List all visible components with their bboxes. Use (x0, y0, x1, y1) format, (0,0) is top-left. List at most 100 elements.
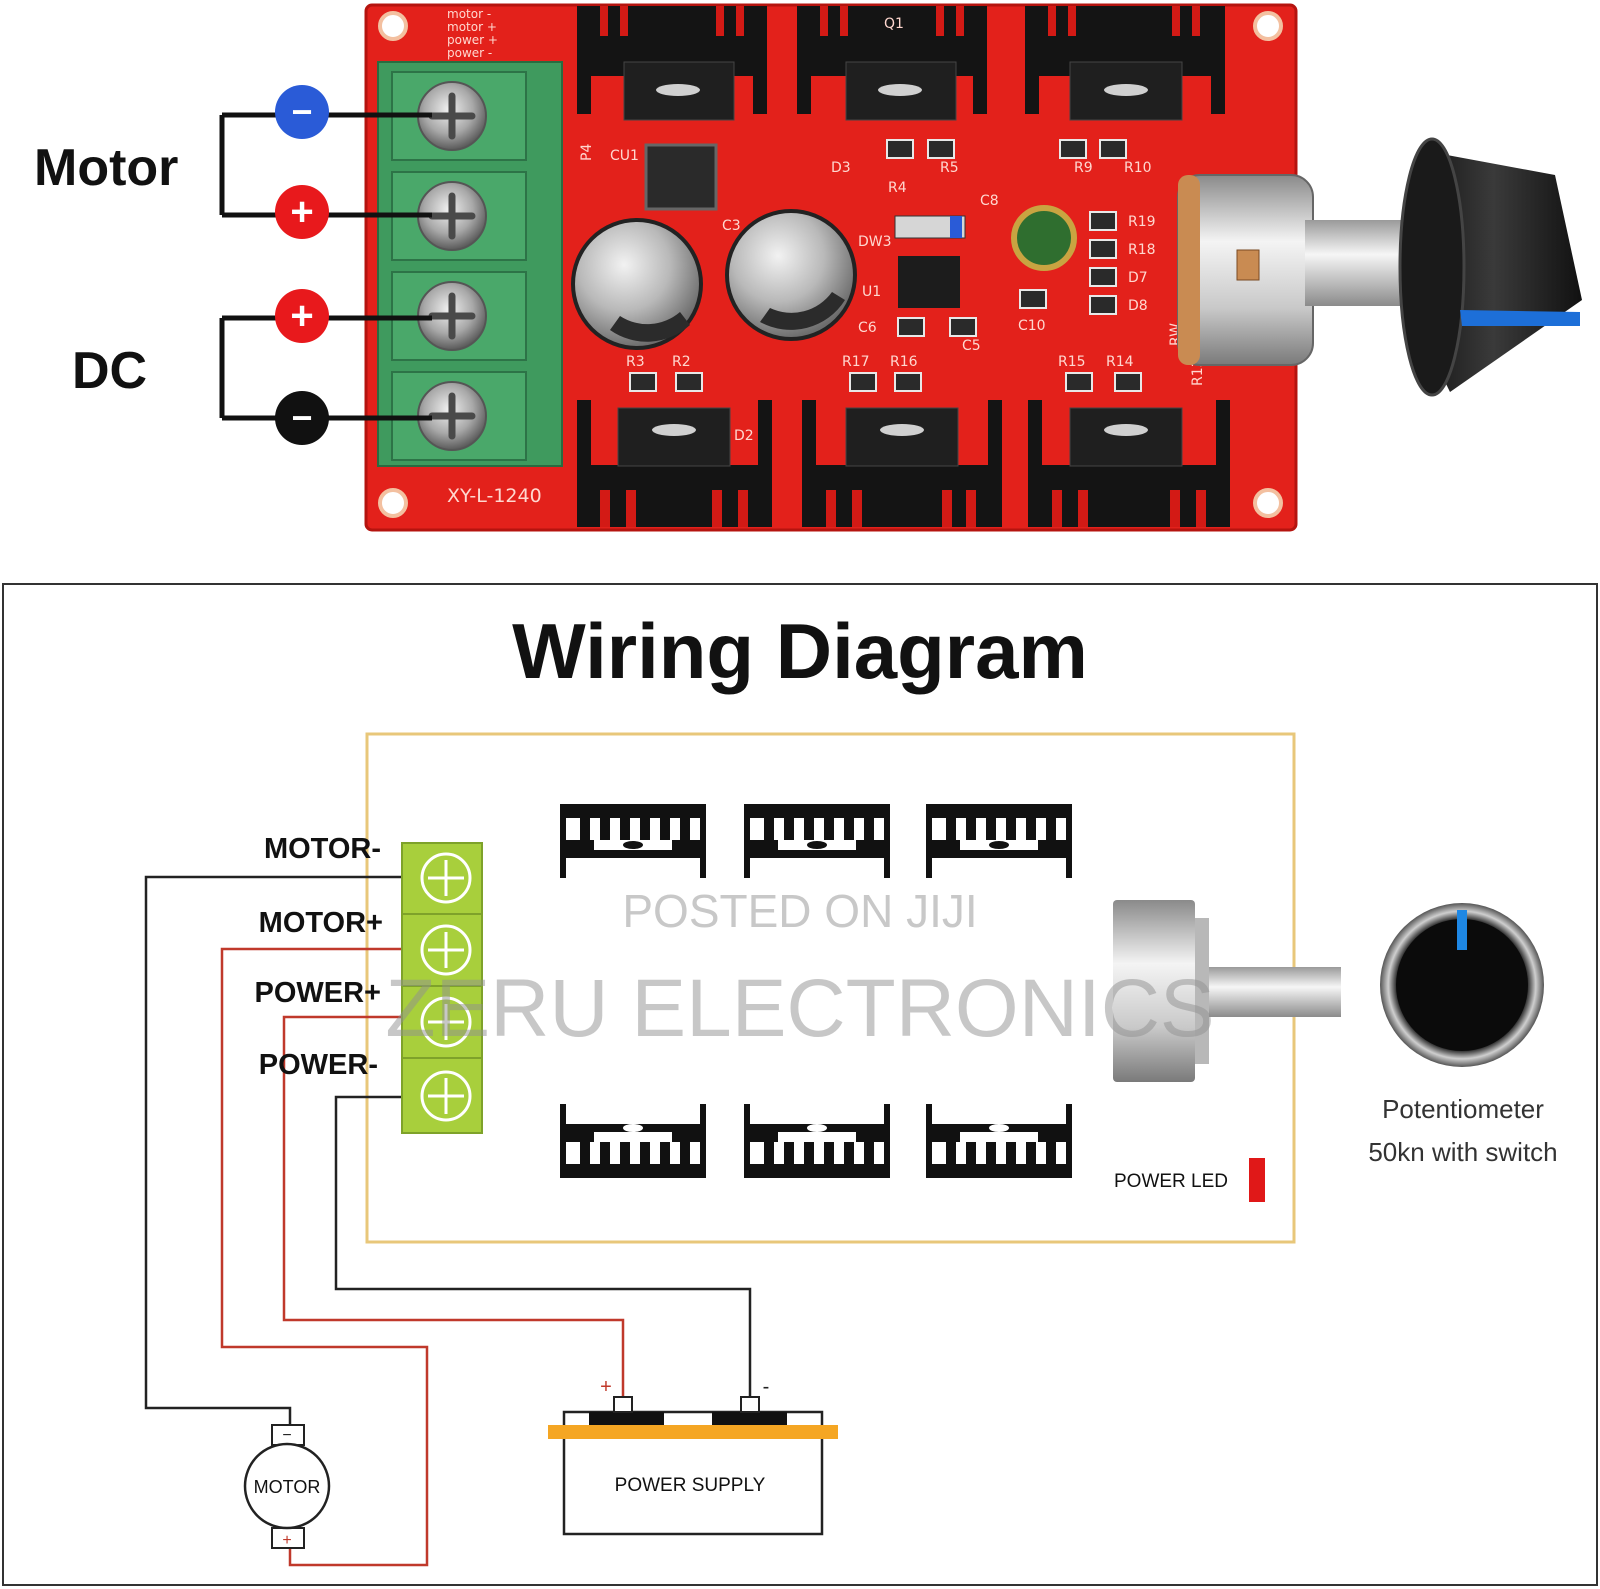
photo-potentiometer (1177, 137, 1582, 397)
diagram-terminal-labels: MOTOR- MOTOR+ POWER+ POWER- (255, 833, 384, 1081)
motor-plus-sign: + (282, 1532, 291, 1549)
power-supply: + - POWER SUPPLY (548, 1376, 838, 1536)
potentiometer-label-line2: 50kn with switch (1368, 1137, 1557, 1167)
svg-text:C5: C5 (962, 338, 981, 354)
silk-line: power + (447, 33, 498, 47)
heatsink (802, 400, 1002, 527)
mounting-hole (1253, 11, 1283, 41)
label-power-plus: POWER+ (255, 977, 382, 1009)
svg-text:R16: R16 (890, 354, 918, 370)
svg-text:C8: C8 (980, 193, 999, 209)
watermark-line1: POSTED ON JIJI (622, 885, 977, 937)
watermark-line2: ZERU ELECTRONICS (385, 963, 1214, 1054)
plus-sign: + (290, 190, 313, 234)
minus-sign: − (291, 397, 312, 438)
mounting-hole (378, 488, 408, 518)
screw-icon (420, 852, 472, 904)
plus-icon (275, 289, 329, 343)
mounting-hole (378, 11, 408, 41)
pcb-components (571, 139, 1142, 392)
label-motor-minus: MOTOR- (264, 833, 381, 865)
svg-text:U1: U1 (862, 284, 881, 300)
diagram-potentiometer: Potentiometer 50kn with switch (1113, 900, 1558, 1167)
heatsink (577, 6, 767, 121)
small-capacitor-c8 (1011, 205, 1077, 271)
heatsink (1028, 400, 1230, 527)
svg-text:D3: D3 (831, 160, 851, 176)
label-motor-plus: MOTOR+ (259, 907, 383, 939)
power-supply-label: POWER SUPPLY (615, 1475, 766, 1496)
ic-u1 (898, 256, 960, 308)
supply-plus-sign: + (600, 1376, 612, 1398)
pot-shaft (1209, 967, 1341, 1017)
svg-text:R15: R15 (1058, 354, 1086, 370)
plus-sign: + (290, 294, 313, 338)
svg-text:R18: R18 (1128, 242, 1156, 258)
heatsink-icon (560, 804, 706, 878)
screw-icon (420, 996, 472, 1048)
label-power-minus: POWER- (259, 1049, 378, 1081)
diagram-title: Wiring Diagram (512, 607, 1088, 695)
svg-text:R17: R17 (842, 354, 870, 370)
minus-icon (275, 85, 329, 139)
diode-d3 (894, 215, 966, 239)
wiring-diagram: Wiring Diagram (2, 583, 1598, 1586)
heatsinks-bottom (577, 400, 1230, 527)
diagram-terminal-block (401, 842, 483, 1134)
board-model-label: XY-L-1240 (447, 485, 542, 507)
minus-sign: − (291, 91, 312, 132)
svg-text:R2: R2 (672, 354, 691, 370)
screw-icon (420, 924, 472, 976)
wire-power-minus (334, 1095, 752, 1397)
svg-text:Q1: Q1 (884, 16, 904, 32)
svg-text:R3: R3 (626, 354, 645, 370)
heatsink-icon (560, 1104, 706, 1178)
motor-minus-sign: − (282, 1427, 291, 1444)
silk-line: power - (447, 46, 492, 60)
svg-text:R9: R9 (1074, 160, 1093, 176)
heatsink-icon (926, 804, 1072, 878)
svg-text:R4: R4 (888, 180, 907, 196)
wire-motor-plus (220, 947, 429, 1567)
motor-label: MOTOR (254, 1477, 321, 1497)
terminal-callouts: − + + − Motor DC (34, 85, 432, 445)
wire-motor-minus (144, 875, 402, 1428)
knob-icon (1380, 903, 1544, 1067)
heatsink (1025, 6, 1225, 121)
heatsink-icon (744, 1104, 890, 1178)
heatsink (797, 6, 987, 121)
pcb-photo: motor - motor + power + power - (34, 3, 1582, 532)
heatsink-icon (744, 804, 890, 878)
supply-minus-sign: - (763, 1376, 770, 1398)
power-led-indicator (1249, 1158, 1265, 1202)
svg-text:R10: R10 (1124, 160, 1152, 176)
motor-terminal-label: Motor (34, 139, 178, 197)
svg-text:R5: R5 (940, 160, 959, 176)
svg-text:R19: R19 (1128, 214, 1156, 230)
svg-text:D7: D7 (1128, 270, 1148, 286)
diagram-heatsinks-bottom (560, 1104, 1072, 1178)
silk-line: motor - (447, 7, 491, 21)
svg-text:C6: C6 (858, 320, 877, 336)
potentiometer-label-line1: Potentiometer (1382, 1094, 1544, 1124)
knob-icon (1398, 137, 1582, 397)
heatsink-icon (926, 1104, 1072, 1178)
terminal-screws (391, 71, 527, 461)
svg-text:C3: C3 (722, 218, 741, 234)
svg-text:C10: C10 (1018, 318, 1046, 334)
svg-text:D8: D8 (1128, 298, 1148, 314)
svg-text:D2: D2 (734, 428, 754, 444)
motor-icon (243, 1442, 331, 1530)
inductor-cu1 (644, 143, 718, 211)
pot-body (1113, 900, 1195, 1082)
motor-symbol: − + MOTOR (243, 1424, 331, 1549)
diagram-heatsinks-top (560, 804, 1072, 878)
dc-terminal-label: DC (72, 342, 147, 400)
svg-text:CU1: CU1 (610, 148, 639, 164)
plus-icon (275, 185, 329, 239)
pot-shaft (1305, 220, 1405, 306)
heatsink (577, 400, 772, 527)
screw-icon (420, 1070, 472, 1122)
svg-text:P4: P4 (579, 144, 595, 161)
